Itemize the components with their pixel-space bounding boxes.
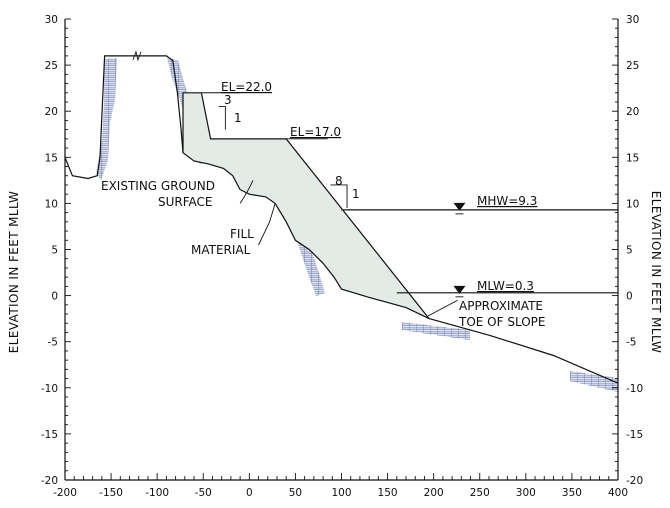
y-tick-label-right: 15 — [626, 152, 639, 164]
x-tick-label: 300 — [516, 487, 536, 499]
x-tick-label: -50 — [195, 487, 212, 499]
x-tick-label: 350 — [562, 487, 582, 499]
slope-run-upper: 3 — [224, 93, 232, 107]
mhw-label: MHW=9.3 — [477, 194, 537, 208]
y-tick-label-right: 10 — [626, 198, 639, 210]
y-axis-title-left: ELEVATION IN FEET MLLW — [7, 191, 21, 354]
x-tick-label: 0 — [246, 487, 253, 499]
y-tick-label-left: -20 — [41, 475, 58, 487]
fill-material-area — [183, 92, 430, 319]
mlw-label: MLW=0.3 — [477, 279, 534, 293]
y-tick-label-left: 20 — [45, 106, 58, 118]
annotation-existing-ground-line1: EXISTING GROUND — [101, 179, 215, 193]
slope-triangle-lower — [330, 184, 348, 209]
y-tick-label-left: 15 — [45, 152, 58, 164]
x-tick-label: 200 — [424, 487, 444, 499]
y-tick-label-left: 25 — [45, 60, 58, 72]
x-tick-label: 100 — [331, 487, 351, 499]
x-tick-label: 400 — [608, 487, 628, 499]
riprap-patch-right — [570, 371, 618, 392]
slope-rise-upper: 1 — [234, 111, 242, 125]
x-tick-label: 50 — [289, 487, 302, 499]
annotation-toe-line1: APPROXIMATE — [459, 299, 543, 313]
y-tick-label-left: 0 — [51, 291, 58, 303]
y-tick-label-right: 5 — [626, 245, 633, 257]
y-tick-label-right: 30 — [626, 14, 639, 26]
riprap-patch-toe — [402, 322, 470, 340]
x-tick-label: 150 — [378, 487, 398, 499]
slope-run-lower: 8 — [335, 174, 343, 188]
y-tick-label-left: 10 — [45, 198, 58, 210]
x-tick-label: -200 — [53, 487, 77, 499]
riprap-group — [96, 58, 618, 392]
y-tick-label-right: -10 — [626, 383, 643, 395]
annotation-toe-line2: TOE OF SLOPE — [458, 315, 545, 329]
x-tick-label: -100 — [145, 487, 169, 499]
y-tick-label-left: -15 — [41, 429, 58, 441]
crest-break-mark — [132, 50, 142, 62]
y-tick-label-right: -5 — [626, 337, 636, 349]
y-tick-label-right: -20 — [626, 475, 643, 487]
water-level-marker-mhw — [453, 202, 466, 211]
water-level-marker-mlw — [453, 285, 466, 294]
y-tick-label-left: -10 — [41, 383, 58, 395]
bench-label-17: EL=17.0 — [290, 125, 341, 139]
leader-existing-ground — [239, 180, 254, 204]
y-tick-label-right: -15 — [626, 429, 643, 441]
y-axis-title-right: ELEVATION IN FEET MLLW — [649, 191, 663, 354]
fill-design-outline — [182, 92, 430, 319]
bench-label-22: EL=22.0 — [221, 80, 272, 94]
x-tick-label: 250 — [470, 487, 490, 499]
annotation-fill-line2: MATERIAL — [191, 243, 251, 257]
leader-toe-of-slope — [427, 299, 458, 317]
y-tick-label-right: 0 — [626, 291, 633, 303]
riprap-patch-left-wall — [96, 58, 117, 180]
y-tick-label-left: 5 — [51, 245, 58, 257]
y-tick-label-right: 20 — [626, 106, 639, 118]
slope-rise-lower: 1 — [352, 187, 360, 201]
annotation-existing-ground-line2: SURFACE — [158, 195, 213, 209]
riprap-patch-mid — [296, 234, 325, 296]
y-tick-label-right: 25 — [626, 60, 639, 72]
existing-ground-line — [64, 55, 619, 384]
leader-fill-material — [258, 203, 276, 246]
annotation-fill-line1: FILL — [230, 227, 254, 241]
y-tick-label-left: 30 — [45, 14, 58, 26]
x-tick-label: -150 — [99, 487, 123, 499]
slope-triangle-upper — [218, 106, 226, 130]
y-tick-label-left: -5 — [48, 337, 58, 349]
